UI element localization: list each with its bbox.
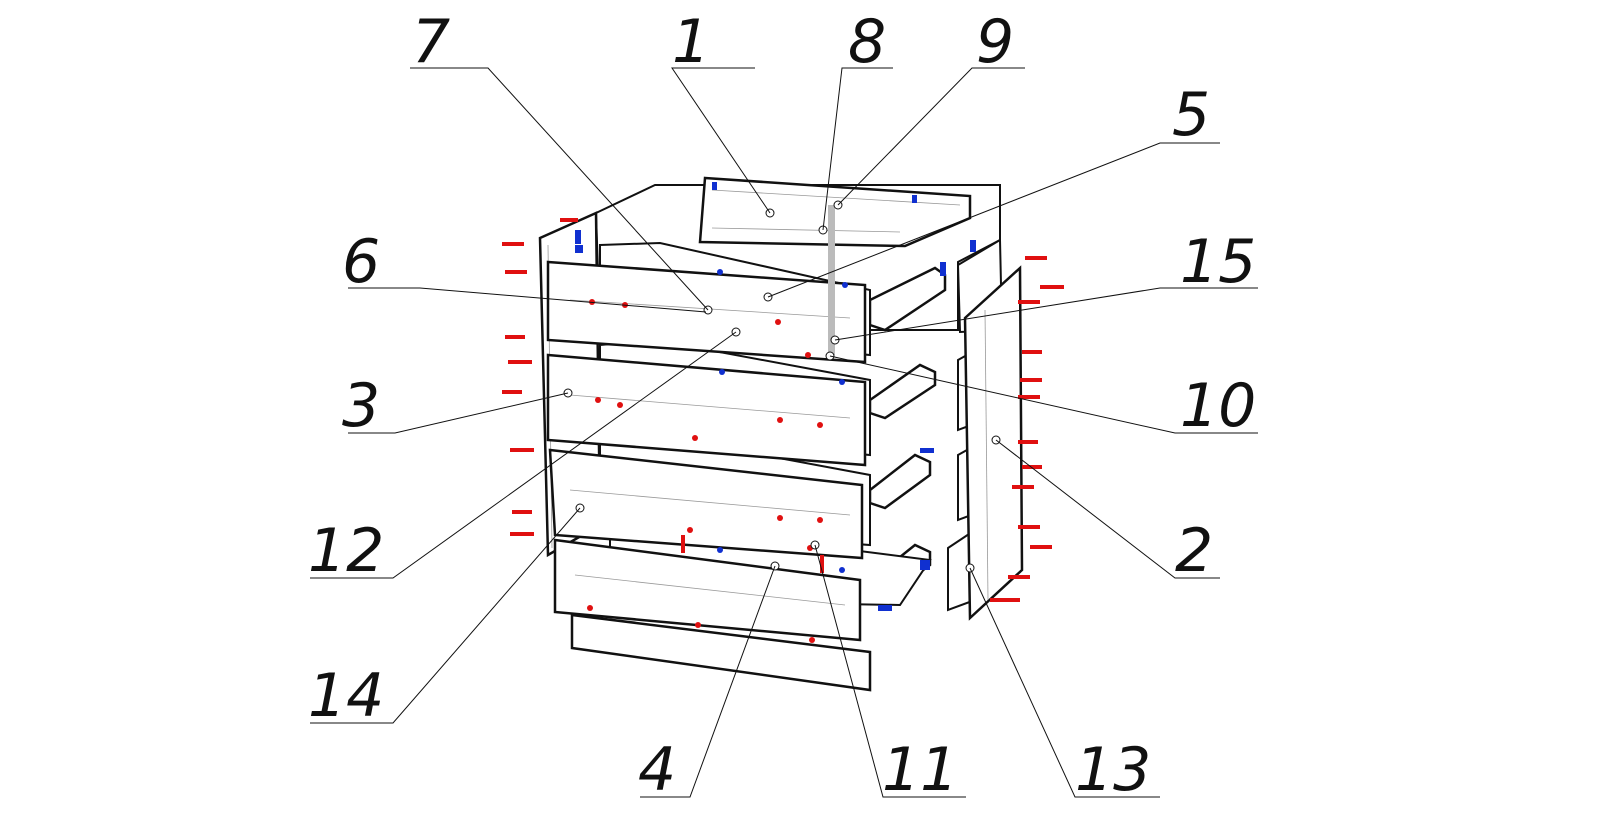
callout-9: 9 <box>976 7 1014 77</box>
callout-labels: 7 1 8 9 5 6 15 3 10 12 2 14 4 11 13 <box>308 7 1256 805</box>
callout-1: 1 <box>672 7 710 77</box>
callout-5: 5 <box>1172 80 1210 150</box>
callout-12: 12 <box>308 516 384 586</box>
vertical-rod <box>828 205 835 355</box>
callout-8: 8 <box>848 7 886 77</box>
drawer-runner-3 <box>868 453 932 510</box>
plinth <box>570 613 872 692</box>
drawer-front-3 <box>548 448 864 560</box>
callout-10: 10 <box>1180 371 1256 441</box>
callout-13: 13 <box>1075 735 1151 805</box>
callout-11: 11 <box>882 735 958 805</box>
callout-7: 7 <box>412 7 450 77</box>
cabinet-drawing <box>538 176 1024 692</box>
callout-6: 6 <box>342 227 380 297</box>
drawer-runner-2 <box>868 363 937 420</box>
callout-3: 3 <box>342 371 380 441</box>
fittings <box>575 182 976 611</box>
drawer-front-2 <box>546 353 867 467</box>
callout-pointers <box>563 200 1001 573</box>
screws <box>502 218 1064 643</box>
callout-4: 4 <box>638 735 676 805</box>
leader-lines <box>310 67 1258 798</box>
callout-2: 2 <box>1175 516 1213 586</box>
callout-15: 15 <box>1180 227 1256 297</box>
callout-14: 14 <box>308 661 384 731</box>
